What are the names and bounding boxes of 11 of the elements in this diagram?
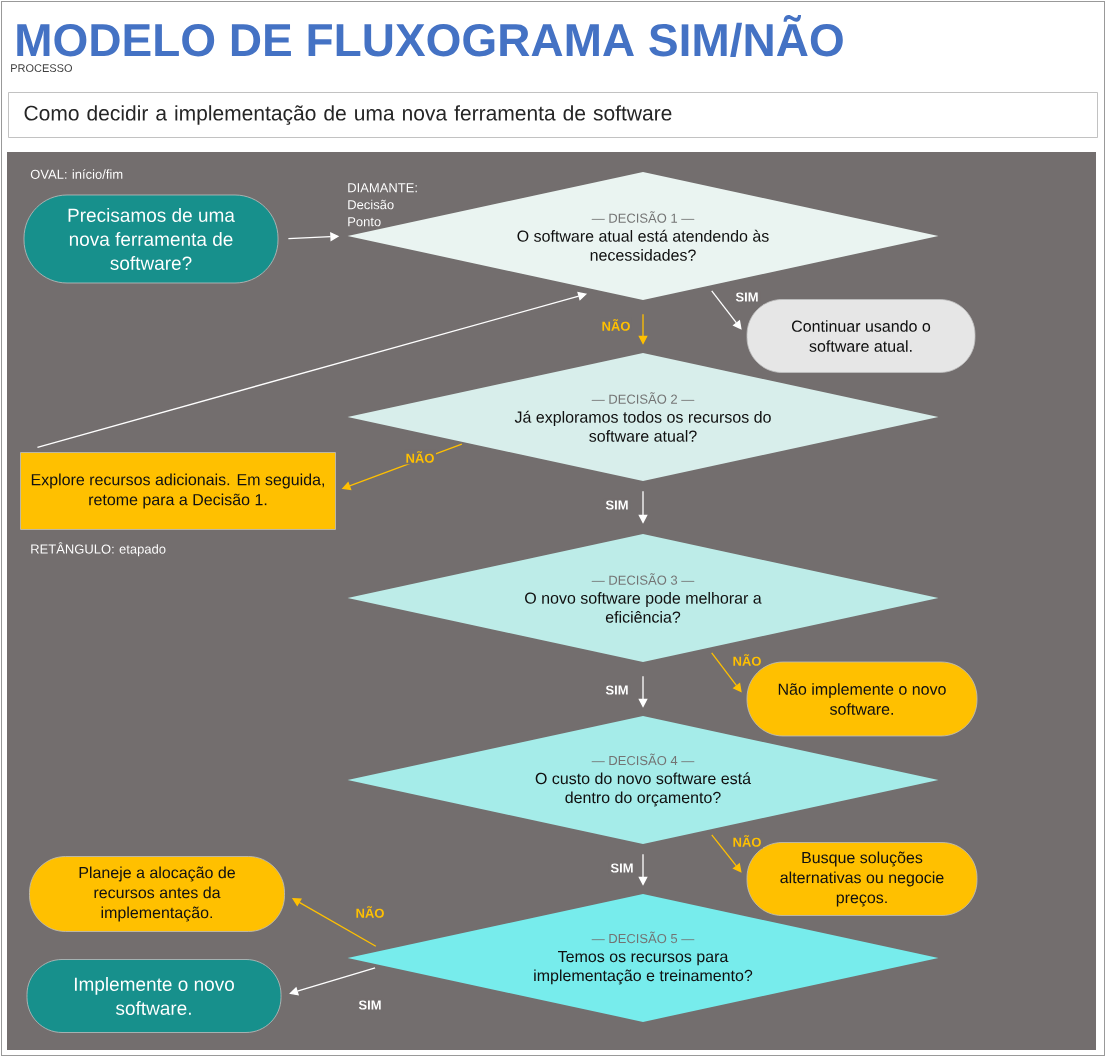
process-box: Como decidir a implementação de uma nova ferramenta de software xyxy=(8,92,1098,138)
legend-note: RETÂNGULO: etapado xyxy=(31,542,166,557)
arrow xyxy=(711,834,742,873)
step-box: Explore recursos adicionais. Em seguida, retome para a Decisão 1. xyxy=(20,452,336,530)
legend-note: DIAMANTE: Decisão Ponto xyxy=(348,183,417,227)
title: MODELO DE FLUXOGRAMA SIM/NÃO xyxy=(17,15,843,57)
arrow xyxy=(711,652,742,693)
arrow xyxy=(711,290,742,330)
arrow xyxy=(289,967,376,996)
section-label: PROCESSO xyxy=(11,64,73,72)
legend-note: OVAL: início/fim xyxy=(30,169,123,179)
